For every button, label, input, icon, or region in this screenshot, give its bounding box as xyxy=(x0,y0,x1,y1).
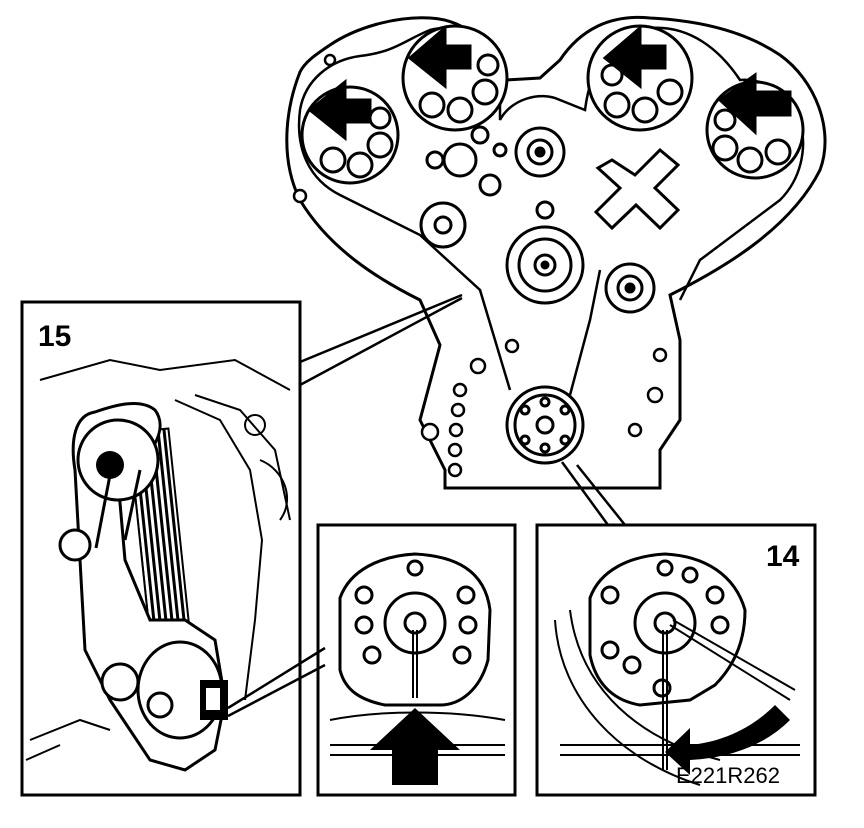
callout-leader-lines xyxy=(299,293,626,526)
camshaft-sprocket-1 xyxy=(300,78,400,185)
camshaft-sprocket-4 xyxy=(705,72,805,180)
rotation-direction-arrow xyxy=(665,705,790,775)
crankshaft-sprocket xyxy=(505,385,585,465)
idler-pulleys xyxy=(419,125,656,314)
cross-bracket xyxy=(593,147,681,231)
camshaft-sprocket-3 xyxy=(586,24,694,132)
callout-15-label: 15 xyxy=(38,320,71,353)
arrow-up-indicator xyxy=(370,708,460,785)
callout-14-label: 14 xyxy=(766,540,800,573)
engine-cover-outline xyxy=(285,15,827,490)
panel-crank-mark-arrow xyxy=(227,523,517,797)
panel-15-tensioner: 15 xyxy=(20,300,302,797)
cover-bolts xyxy=(292,53,668,478)
camshaft-sprocket-2 xyxy=(401,24,509,132)
figure-code-label: E221R262 xyxy=(676,763,780,788)
panel-14-crank-rotation: 14 E221R262 xyxy=(535,523,817,797)
